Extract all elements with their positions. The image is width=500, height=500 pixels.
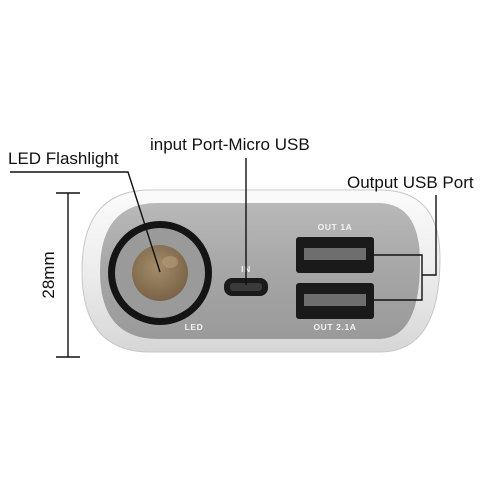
output-callout-line-top <box>374 254 423 275</box>
led-callout-line <box>10 171 161 273</box>
output-callout-line-bottom <box>374 275 423 301</box>
led-lens-highlight <box>162 256 178 268</box>
led-lens <box>132 245 188 301</box>
out1-marking: OUT 1A <box>318 222 353 232</box>
output-callout-line-stem <box>422 195 437 276</box>
led-flashlight-label: LED Flashlight <box>8 149 119 168</box>
input-port-label: input Port-Micro USB <box>150 135 310 154</box>
usb-port-2-tongue <box>304 294 366 306</box>
out2-marking: OUT 2.1A <box>313 322 356 332</box>
usb-port-1-tongue <box>304 248 366 260</box>
micro-usb-inner <box>230 283 262 291</box>
height-dimension <box>56 192 80 358</box>
led-marking: LED <box>185 322 204 332</box>
callout-lines <box>10 158 437 301</box>
height-label: 28mm <box>39 251 58 298</box>
output-usb-label: Output USB Port <box>347 173 474 192</box>
